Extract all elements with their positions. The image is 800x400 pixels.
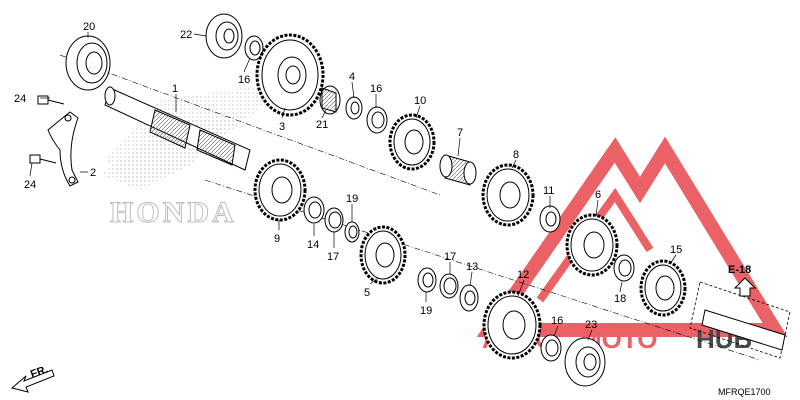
countershaft-reference	[689, 281, 791, 359]
part-10-gear	[388, 113, 436, 171]
label-part-18: 18	[614, 293, 626, 305]
label-part-19: 19	[346, 193, 358, 205]
label-part-20: 20	[83, 21, 95, 33]
part-7-needle-bearing	[439, 154, 477, 186]
part-23-bearing	[564, 337, 606, 387]
label-part-12: 12	[517, 269, 529, 281]
front-marker-label: FR.	[29, 363, 50, 380]
label-part-17: 17	[327, 251, 339, 263]
label-part-21: 21	[316, 119, 328, 131]
label-part-9: 9	[274, 233, 280, 245]
label-part-2: 2	[90, 167, 96, 179]
label-part-14: 14	[307, 239, 319, 251]
front-marker: FR.	[10, 363, 55, 393]
front-arrow-icon	[10, 369, 55, 393]
part-16-washer-middle	[366, 106, 388, 134]
axis-lines	[59, 54, 761, 361]
label-part-16-lower: 16	[551, 315, 563, 327]
label-part-6: 6	[595, 189, 601, 201]
part-17-circlip	[324, 207, 344, 233]
part-14-washer	[303, 196, 325, 224]
label-part-5: 5	[364, 287, 370, 299]
label-part-24-top: 24	[14, 93, 26, 105]
label-part-16-top: 16	[238, 74, 250, 86]
part-9-gear	[253, 158, 307, 222]
part-6-gear	[565, 213, 619, 277]
part-21-needle-bearing	[319, 85, 341, 115]
part-13-bushing	[459, 284, 479, 312]
label-part-19-lower: 19	[420, 305, 432, 317]
part-3-gear	[255, 33, 325, 117]
part-20-bearing	[65, 35, 111, 91]
label-part-1: 1	[172, 83, 178, 95]
label-part-16-middle: 16	[370, 83, 382, 95]
label-part-4: 4	[349, 71, 355, 83]
section-ref-label: E-18	[728, 264, 751, 276]
label-part-22: 22	[180, 29, 192, 41]
label-part-10: 10	[414, 95, 426, 107]
label-part-8: 8	[513, 149, 519, 161]
part-22-bearing	[205, 13, 243, 59]
label-part-13: 13	[466, 261, 478, 273]
part-19-washer	[344, 221, 360, 243]
part-8-gear	[481, 163, 535, 227]
part-18-washer	[613, 254, 635, 282]
leader-lines	[29, 32, 677, 341]
part-16-washer-top	[244, 35, 264, 61]
up-arrow-icon	[733, 277, 757, 297]
part-4-bushing	[345, 96, 363, 120]
part-17-circlip-lower	[439, 273, 459, 299]
part-15-gear	[639, 259, 687, 317]
label-part-23: 23	[585, 319, 597, 331]
honda-brand-mark: HONDA	[110, 196, 237, 229]
part-16-washer-lower	[540, 334, 562, 362]
label-part-3: 3	[279, 121, 285, 133]
part-24-bolts	[29, 95, 65, 164]
label-part-15: 15	[670, 244, 682, 256]
part-11-bushing	[539, 205, 561, 233]
section-reference: E-18	[728, 264, 757, 297]
part-12-gear	[482, 290, 542, 360]
label-part-17-lower: 17	[444, 251, 456, 263]
label-part-7: 7	[457, 127, 463, 139]
part-number-labels: 20 22 16 1 24 2 24 3 21 4 16 10 7 8 11 6…	[14, 21, 682, 331]
part-5-gear	[359, 225, 407, 285]
part-1-mainshaft	[104, 86, 251, 171]
diagram-code: MFRQE1700	[718, 387, 771, 397]
label-part-11: 11	[543, 185, 554, 197]
label-part-24-bottom: 24	[24, 179, 36, 191]
part-2-bracket	[47, 111, 79, 187]
part-19-washer-lower	[417, 267, 437, 293]
